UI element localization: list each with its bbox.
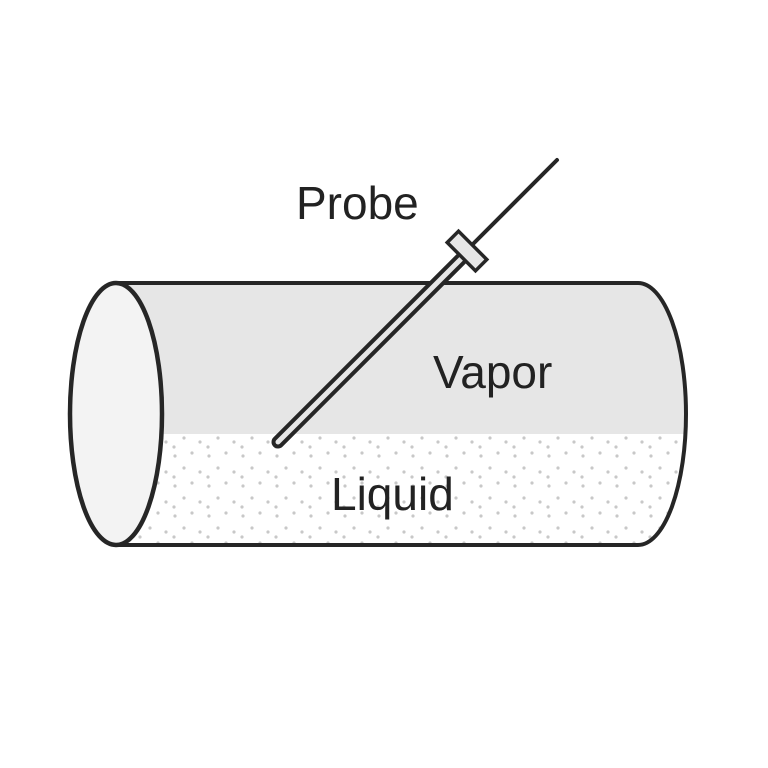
tank-outline <box>116 281 688 547</box>
probe-wire <box>468 158 559 249</box>
tank-body <box>67 280 688 548</box>
liquid-label: Liquid <box>331 468 454 520</box>
vapor-label: Vapor <box>433 346 552 398</box>
probe <box>271 158 559 449</box>
vapor-region <box>116 283 686 434</box>
liquid-dots <box>116 434 686 545</box>
probe-collar <box>444 228 490 274</box>
probe-shaft-fill <box>275 255 465 445</box>
probe-label: Probe <box>296 177 419 229</box>
tank-end-cap <box>67 280 165 548</box>
